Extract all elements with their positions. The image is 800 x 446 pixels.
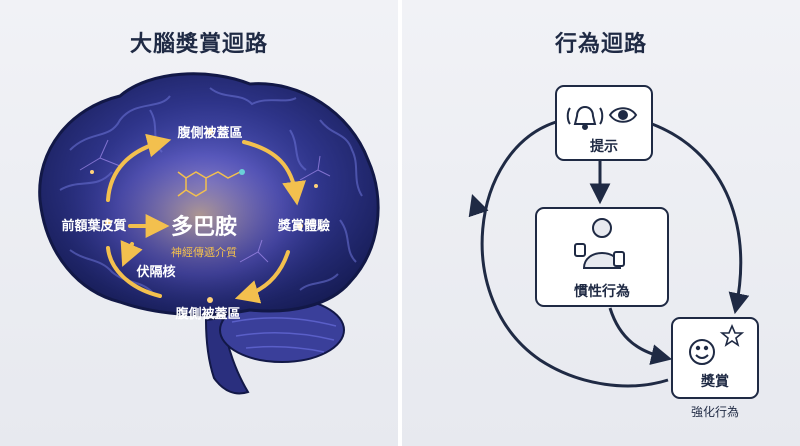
node-habit-label: 慣性行為 <box>573 283 630 300</box>
right-panel-title: 行為迴路 <box>554 32 647 57</box>
dopamine-molecule-icon <box>177 169 245 197</box>
eye-icon <box>608 107 638 123</box>
arrow-left-loop <box>468 194 489 218</box>
arc-right <box>651 122 750 315</box>
brain-illustration: 腹側被蓋區 前額葉皮質 獎賞體驗 伏隔核 腹側被蓋區 多巴胺 神經傳遞介質 <box>38 72 380 395</box>
arrow-to-vta-top <box>106 133 172 202</box>
node-reward-label: 獎賞 <box>700 373 729 390</box>
node-habit: 慣性行為 <box>535 207 669 307</box>
label-dopamine: 多巴胺 <box>171 214 237 240</box>
arrow-to-accumbens <box>120 240 143 267</box>
bell-icon <box>566 106 604 130</box>
label-reward-experience: 獎賞體驗 <box>277 218 330 234</box>
arrow-habit-to-reward <box>608 307 673 365</box>
star-icon <box>719 323 745 347</box>
arrow-to-reward <box>242 140 306 206</box>
left-panel-title: 大腦獎賞迴路 <box>129 32 268 57</box>
node-cue: 提示 <box>555 85 653 161</box>
node-reward: 獎賞 <box>671 317 759 399</box>
label-vta-bottom: 腹側被蓋區 <box>175 306 240 322</box>
arc-left <box>480 120 669 388</box>
label-vta-top: 腹側被蓋區 <box>177 125 242 141</box>
arrow-to-vta-bottom <box>234 250 290 304</box>
arc-bottom-left <box>106 246 162 298</box>
label-nucleus-accumbens: 伏隔核 <box>136 264 175 280</box>
label-prefrontal-cortex: 前額葉皮質 <box>61 218 126 234</box>
habit-loop: 提示 慣性行為 獎賞 <box>468 85 759 419</box>
person-drinking-icon <box>574 218 625 269</box>
label-neurotransmitter: 神經傳遞介質 <box>171 245 237 259</box>
caption-reinforce-behavior: 強化行為 <box>691 405 739 419</box>
node-cue-label: 提示 <box>590 139 618 155</box>
smiley-icon <box>689 339 715 365</box>
panel-divider <box>398 0 402 446</box>
